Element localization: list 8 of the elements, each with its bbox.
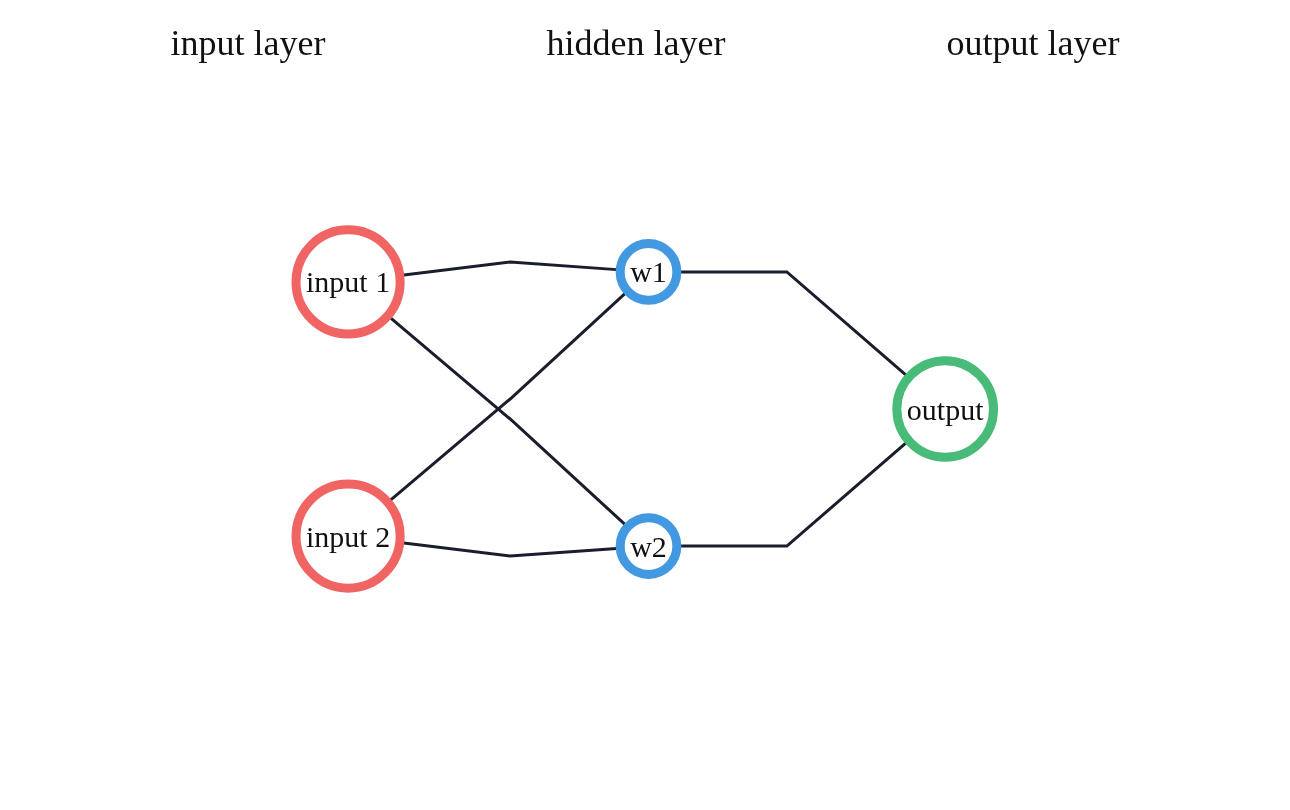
layer-heading: input layer — [170, 22, 326, 64]
node-circle: w1 — [615, 239, 682, 305]
layer-heading: hidden layer — [546, 22, 726, 64]
node-circle: input 1 — [291, 225, 405, 339]
node-circle: output — [892, 356, 999, 462]
node-circle: w2 — [615, 513, 682, 579]
node-circle: input 2 — [291, 479, 405, 593]
layer-heading: output layer — [946, 22, 1120, 64]
